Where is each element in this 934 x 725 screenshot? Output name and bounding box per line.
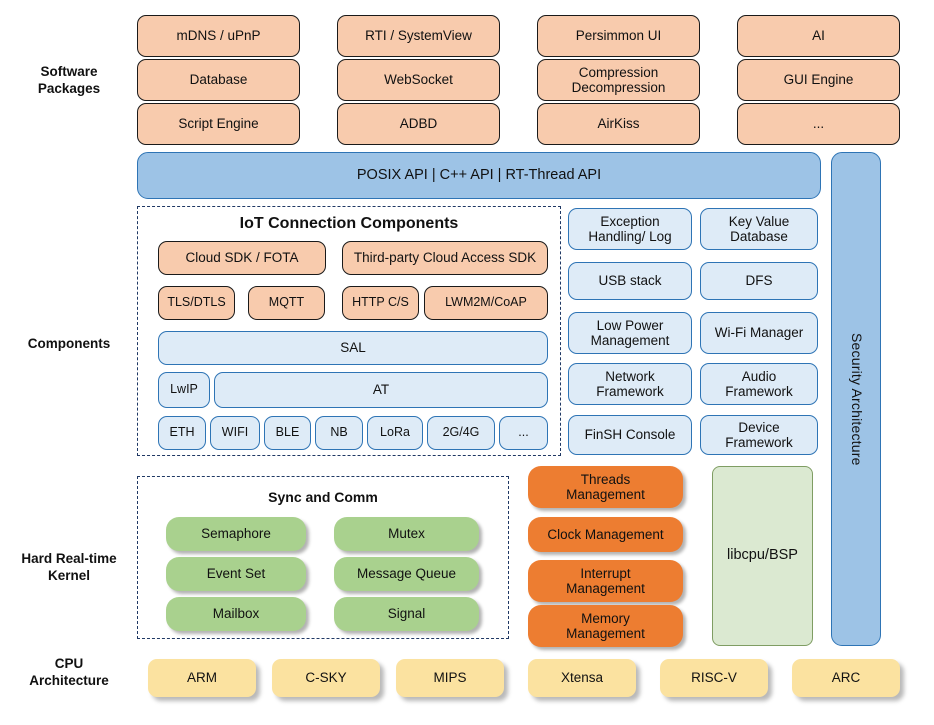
component-box[interactable]: Network Framework (568, 363, 692, 405)
cpu-architecture-box[interactable]: RISC-V (660, 659, 768, 697)
iot-cloud-box[interactable]: Third-party Cloud Access SDK (342, 241, 548, 275)
software-package-box[interactable]: RTI / SystemView (337, 15, 500, 57)
kernel-management-box[interactable]: Clock Management (528, 517, 683, 552)
software-package-box[interactable]: Compression Decompression (537, 59, 700, 101)
iot-link-box[interactable]: ETH (158, 416, 206, 450)
software-package-box[interactable]: mDNS / uPnP (137, 15, 300, 57)
iot-protocol-box[interactable]: HTTP C/S (342, 286, 419, 320)
iot-sal-box[interactable]: SAL (158, 331, 548, 365)
iot-link-box[interactable]: ... (499, 416, 548, 450)
software-package-box[interactable]: WebSocket (337, 59, 500, 101)
component-box[interactable]: Audio Framework (700, 363, 818, 405)
row-label-components: Components (27, 336, 111, 351)
iot-link-box[interactable]: NB (315, 416, 363, 450)
software-package-box[interactable]: AirKiss (537, 103, 700, 145)
component-box[interactable]: Key Value Database (700, 208, 818, 250)
component-box[interactable]: USB stack (568, 262, 692, 300)
kernel-sync-box[interactable]: Mailbox (166, 597, 306, 631)
component-box[interactable]: Device Framework (700, 415, 818, 455)
kernel-sync-box[interactable]: Signal (334, 597, 479, 631)
software-package-box[interactable]: ... (737, 103, 900, 145)
software-package-box[interactable]: Persimmon UI (537, 15, 700, 57)
iot-link-box[interactable]: WIFI (210, 416, 260, 450)
security-architecture-bar[interactable]: Security Architecture (831, 152, 881, 646)
component-box[interactable]: DFS (700, 262, 818, 300)
iot-link-box[interactable]: LoRa (367, 416, 423, 450)
iot-cloud-box[interactable]: Cloud SDK / FOTA (158, 241, 326, 275)
software-package-box[interactable]: GUI Engine (737, 59, 900, 101)
row-label-cpu-architecture: CPU Architecture (29, 656, 109, 688)
cpu-architecture-box[interactable]: MIPS (396, 659, 504, 697)
kernel-sync-box[interactable]: Mutex (334, 517, 479, 551)
iot-group-title: IoT Connection Components (239, 215, 459, 232)
iot-link-box[interactable]: 2G/4G (427, 416, 495, 450)
api-bar[interactable]: POSIX API | C++ API | RT-Thread API (137, 152, 821, 199)
sync-and-comm-group (137, 476, 509, 639)
kernel-management-box[interactable]: Threads Management (528, 466, 683, 508)
kernel-sync-box[interactable]: Semaphore (166, 517, 306, 551)
iot-protocol-box[interactable]: TLS/DTLS (158, 286, 235, 320)
kernel-management-box[interactable]: Interrupt Management (528, 560, 683, 602)
libcpu-bsp-box[interactable]: libcpu/BSP (712, 466, 813, 646)
iot-at-box[interactable]: AT (214, 372, 548, 408)
iot-lwip-box[interactable]: LwIP (158, 372, 210, 408)
software-package-box[interactable]: Database (137, 59, 300, 101)
cpu-architecture-box[interactable]: C-SKY (272, 659, 380, 697)
security-architecture-label: Security Architecture (848, 332, 865, 466)
cpu-architecture-box[interactable]: Xtensa (528, 659, 636, 697)
row-label-software-packages: Software Packages (37, 64, 101, 96)
iot-protocol-box[interactable]: MQTT (248, 286, 325, 320)
component-box[interactable]: Low Power Management (568, 312, 692, 354)
software-package-box[interactable]: AI (737, 15, 900, 57)
component-box[interactable]: FinSH Console (568, 415, 692, 455)
software-package-box[interactable]: ADBD (337, 103, 500, 145)
component-box[interactable]: Exception Handling/ Log (568, 208, 692, 250)
row-label-kernel: Hard Real-time Kernel (21, 551, 117, 583)
cpu-architecture-box[interactable]: ARM (148, 659, 256, 697)
component-box[interactable]: Wi-Fi Manager (700, 312, 818, 354)
iot-protocol-box[interactable]: LWM2M/CoAP (424, 286, 548, 320)
iot-connection-components-group (137, 206, 561, 456)
kernel-sync-box[interactable]: Message Queue (334, 557, 479, 591)
kernel-management-box[interactable]: Memory Management (528, 605, 683, 647)
kernel-sync-box[interactable]: Event Set (166, 557, 306, 591)
sync-group-title: Sync and Comm (268, 489, 378, 505)
iot-link-box[interactable]: BLE (264, 416, 311, 450)
cpu-architecture-box[interactable]: ARC (792, 659, 900, 697)
software-package-box[interactable]: Script Engine (137, 103, 300, 145)
